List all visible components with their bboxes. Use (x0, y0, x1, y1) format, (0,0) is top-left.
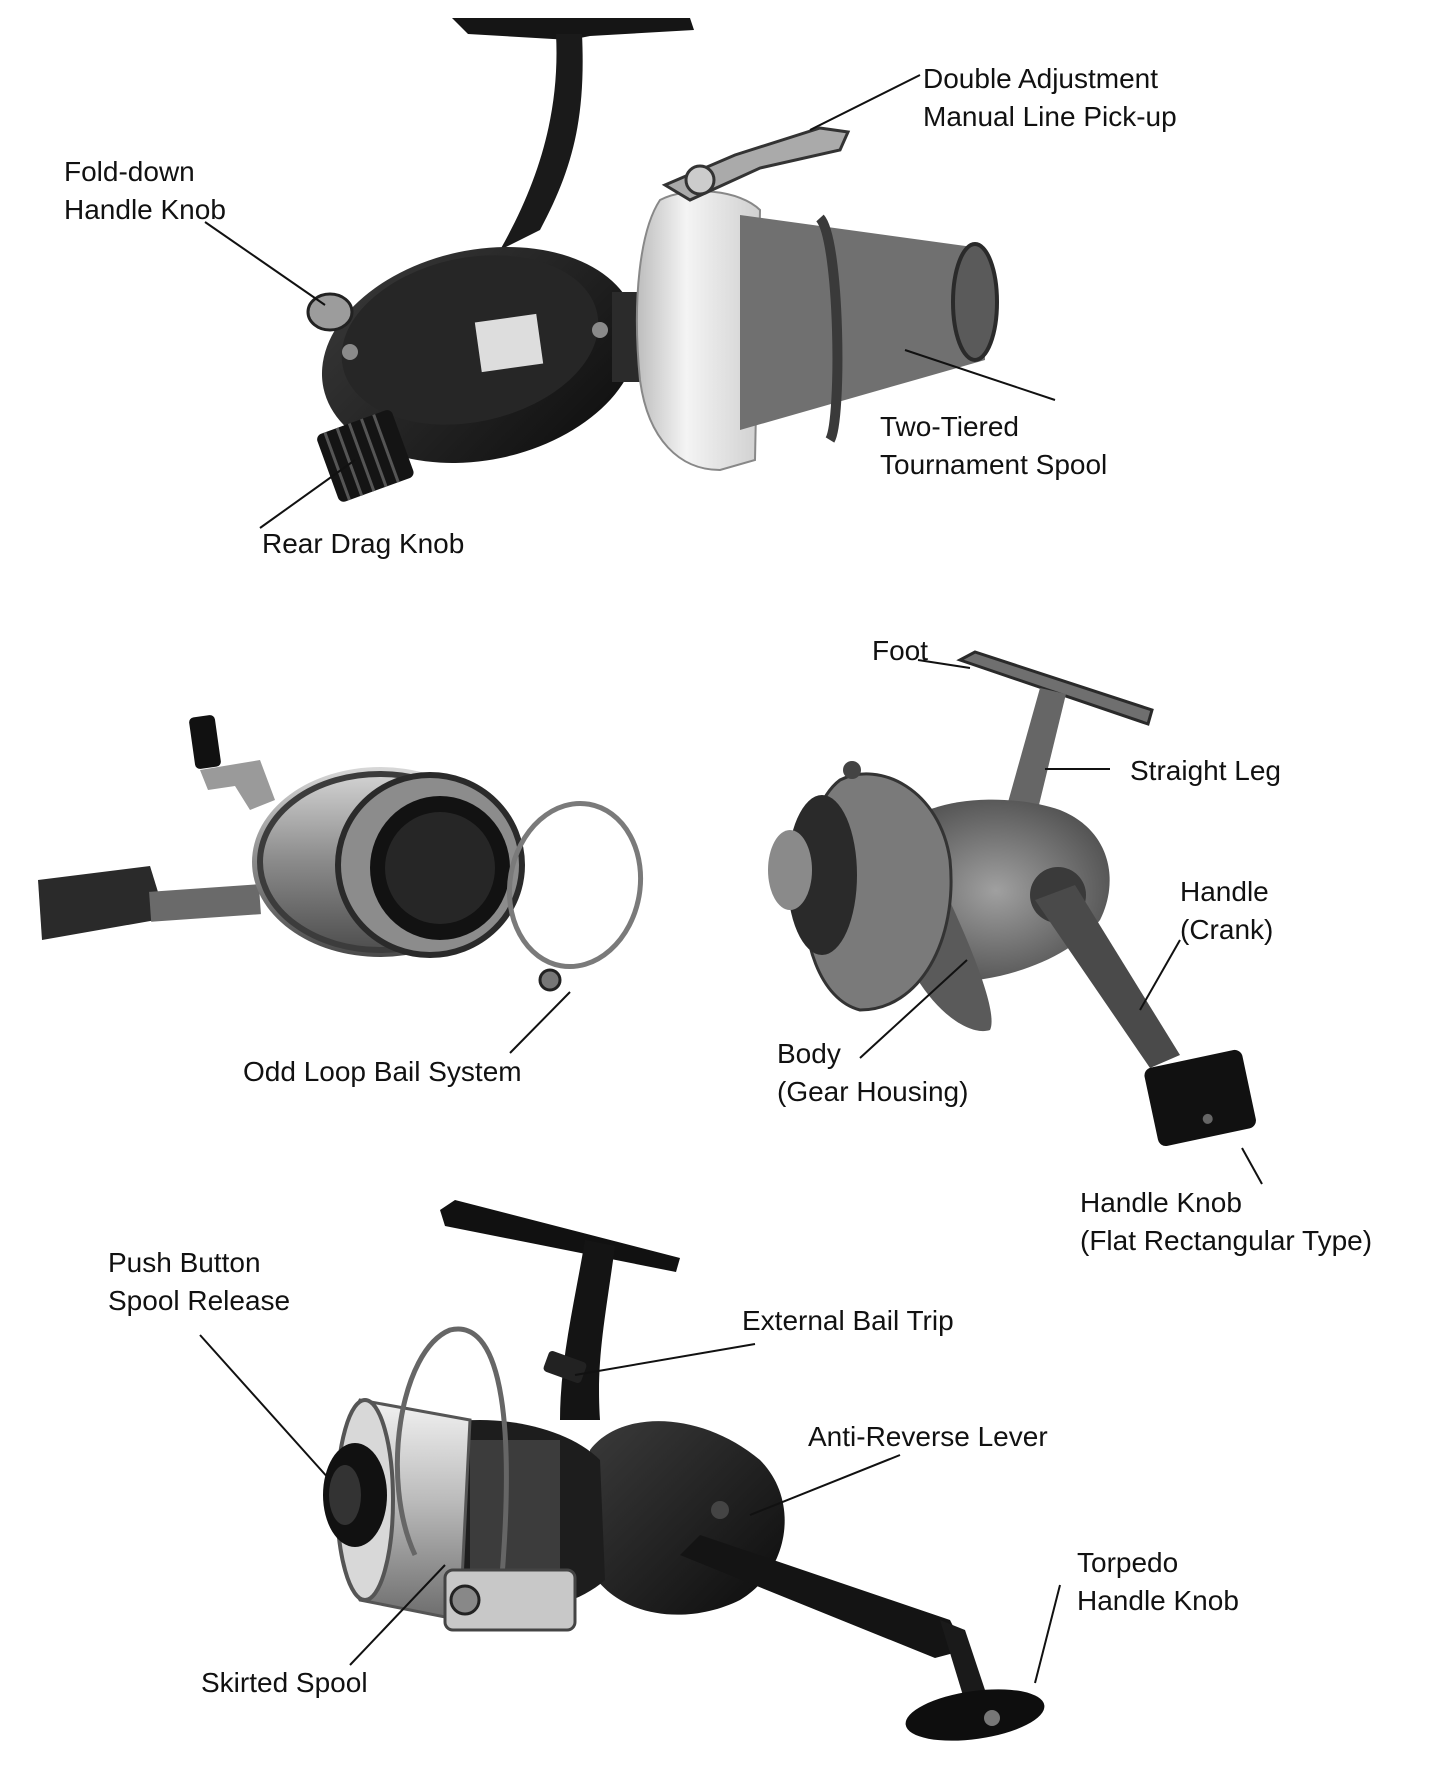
reel-4-labels: Push Button Spool Release External Bail … (108, 1247, 1239, 1698)
reel-4-bail-housing (443, 1568, 577, 1632)
reel-1-fold-down-knob (306, 292, 354, 332)
reel-4-anti-reverse-lever (711, 1501, 729, 1519)
reel-4-knob-cap (984, 1710, 1000, 1726)
reel-3-illustration (768, 650, 1256, 1147)
label-anti-reverse-lever: Anti-Reverse Lever (808, 1421, 1048, 1452)
reel-3-labels: Foot Straight Leg Handle (Crank) Body (G… (777, 635, 1372, 1256)
reel-1-body-plate (341, 255, 599, 425)
reel-2-illustration (38, 715, 644, 992)
reel-4-handle-stem (940, 1620, 990, 1712)
label-torpedo-handle-knob: Torpedo Handle Knob (1077, 1547, 1239, 1616)
label-skirted-spool: Skirted Spool (201, 1667, 368, 1698)
reel-2-spool-inner (385, 812, 495, 924)
reel-1-leg (500, 34, 583, 250)
reel-2-foot (38, 866, 162, 940)
reel-4-leader-lines (199, 1334, 1061, 1684)
reel-4-push-button-cap (329, 1465, 361, 1525)
reel-3-leader-lines (859, 659, 1263, 1185)
label-foot: Foot (872, 635, 928, 666)
reel-1-spool-tier (815, 214, 843, 443)
reel-3-spool-face (787, 795, 857, 955)
reel-2-leader-lines (509, 991, 571, 1054)
reel-3-foot (956, 650, 1154, 726)
reel-1-pickup-roller (684, 164, 716, 196)
label-push-button-spool-release: Push Button Spool Release (108, 1247, 290, 1316)
reel-1-body-label (474, 313, 544, 373)
reel-1-foot (452, 18, 694, 40)
reel-3-handle-crank (1035, 885, 1180, 1068)
reel-1-illustration (306, 18, 999, 502)
label-odd-loop-bail: Odd Loop Bail System (243, 1056, 522, 1087)
label-handle-knob-flat: Handle Knob (Flat Rectangular Type) (1080, 1187, 1372, 1256)
reel-4-body (590, 1421, 785, 1615)
reel-2-odd-loop-bail (506, 800, 644, 970)
reel-1-leader-lines (204, 74, 1056, 529)
reel-4-bail-wire (394, 1326, 509, 1601)
reel-3-handle-knob (1144, 1049, 1256, 1147)
reel-4-handle-arm (680, 1535, 965, 1658)
reel-2-handle-knob (189, 715, 221, 769)
reel-2-stem (149, 884, 261, 922)
label-body: Body (Gear Housing) (777, 1038, 968, 1107)
reel-1-screw (592, 322, 608, 338)
reel-4-foot (440, 1200, 680, 1272)
label-external-bail-trip: External Bail Trip (742, 1305, 954, 1336)
label-rear-drag-knob: Rear Drag Knob (262, 528, 464, 559)
label-double-adjustment: Double Adjustment Manual Line Pick-up (923, 63, 1177, 132)
reel-4-bail-roller (449, 1584, 481, 1616)
label-fold-down-handle-knob: Fold-down Handle Knob (64, 156, 226, 225)
reel-4-illustration (323, 1200, 1045, 1741)
reel-4-leg (560, 1240, 615, 1420)
reel-3-spool-nose (768, 830, 812, 910)
label-two-tiered-spool: Two-Tiered Tournament Spool (880, 411, 1107, 480)
reel-1-labels: Double Adjustment Manual Line Pick-up Fo… (64, 63, 1177, 559)
reel-1-two-tiered-spool (740, 215, 985, 430)
label-handle-crank: Handle (Crank) (1180, 876, 1277, 945)
reel-1-spool-front (951, 242, 999, 362)
reel-2-bail-pivot (538, 968, 562, 992)
label-straight-leg: Straight Leg (1130, 755, 1281, 786)
reel-2-labels: Odd Loop Bail System (243, 1056, 522, 1087)
reel-3-pickup-ball (843, 761, 861, 779)
reel-1-screw (342, 344, 358, 360)
reel-4-torpedo-knob (905, 1689, 1045, 1741)
reel-2-handle-arm (200, 760, 275, 810)
reel-1-rear-drag-knob (317, 410, 414, 502)
reel-1-white-rotor (635, 190, 762, 472)
